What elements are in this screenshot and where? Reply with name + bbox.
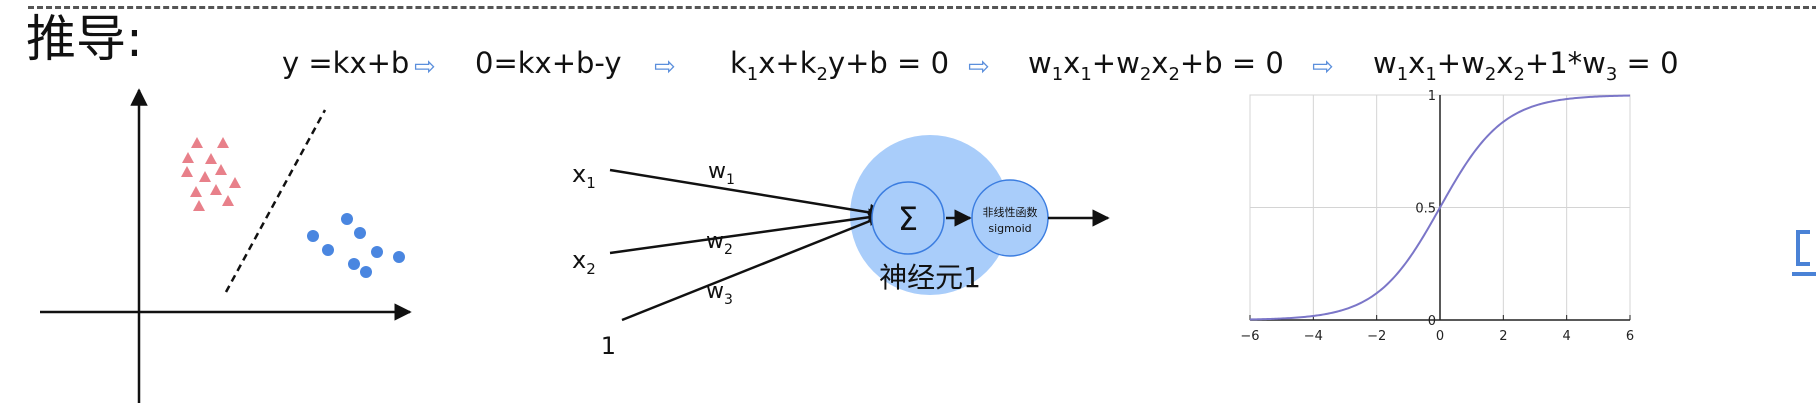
circle-point — [348, 258, 360, 270]
triangle-point — [217, 137, 229, 148]
circle-point — [322, 244, 334, 256]
x-tick-label: 2 — [1499, 329, 1507, 344]
triangle-point — [210, 184, 222, 195]
neuron-label: 神经元1 — [879, 261, 981, 294]
arrow-icon: ⇨ — [1312, 52, 1334, 82]
decision-boundary — [224, 109, 327, 293]
input-edge-1 — [609, 168, 887, 222]
input-edge-2 — [609, 208, 887, 255]
formula-3: k1x+k2y+b = 0 — [730, 46, 950, 85]
edge-underline — [1792, 272, 1816, 276]
activation-label: 非线性函数 — [983, 205, 1038, 219]
arrow-icon: ⇨ — [654, 52, 676, 82]
arrow-icon: ⇨ — [414, 52, 436, 82]
triangle-point — [182, 152, 194, 163]
formula-2: 0=kx+b-y — [475, 46, 622, 80]
circle-point — [360, 266, 372, 278]
circle-points — [307, 213, 405, 278]
sum-symbol: Σ — [898, 200, 918, 238]
triangle-point — [191, 137, 203, 148]
formula-4: w1x1+w2x2+b = 0 — [1028, 46, 1284, 85]
triangle-point — [190, 186, 202, 197]
triangle-point — [215, 164, 227, 175]
formula-5: w1x1+w2x2+1*w3 = 0 — [1373, 46, 1679, 85]
input-label-x2: x2 — [572, 246, 596, 278]
input-edge-3 — [621, 212, 887, 322]
circle-point — [393, 251, 405, 263]
formula-1: y =kx+b — [282, 46, 410, 80]
circle-point — [371, 246, 383, 258]
linear-separation-diagram — [40, 88, 412, 403]
circle-point — [341, 213, 353, 225]
y-tick-label: 1 — [1428, 89, 1436, 104]
weight-label-w2: w2 — [706, 229, 733, 258]
edge-bracket-icon — [1796, 230, 1810, 266]
x-tick-label: −4 — [1304, 329, 1323, 344]
sigmoid-chart: −6 −4 −2 0 2 4 6 0 0.5 1 — [1240, 89, 1634, 344]
triangle-points — [181, 137, 241, 211]
top-dashed-divider — [28, 6, 1816, 9]
activation-function-name: sigmoid — [988, 222, 1031, 235]
triangle-point — [229, 177, 241, 188]
x-tick-label: 4 — [1563, 329, 1571, 344]
triangle-point — [199, 171, 211, 182]
input-label-bias: 1 — [601, 332, 616, 360]
arrow-icon: ⇨ — [968, 52, 990, 82]
circle-point — [354, 227, 366, 239]
sum-node — [871, 181, 945, 255]
y-tick-label: 0.5 — [1415, 202, 1436, 217]
x-tick-label: −2 — [1367, 329, 1386, 344]
y-tick-label: 0 — [1428, 314, 1436, 329]
x-tick-label: −6 — [1240, 329, 1259, 344]
heading: 推导: — [26, 10, 143, 68]
triangle-point — [181, 166, 193, 177]
circle-point — [307, 230, 319, 242]
weight-label-w3: w3 — [706, 279, 733, 308]
triangle-point — [222, 195, 234, 206]
neuron-diagram: Σ 非线性函数 sigmoid 神经元1 x1 x2 1 w1 w2 w3 — [572, 135, 1110, 360]
triangle-point — [205, 153, 217, 164]
x-tick-label: 0 — [1436, 329, 1444, 344]
weight-label-w1: w1 — [708, 159, 735, 188]
input-label-x1: x1 — [572, 160, 596, 192]
triangle-point — [193, 200, 205, 211]
x-tick-label: 6 — [1626, 329, 1634, 344]
